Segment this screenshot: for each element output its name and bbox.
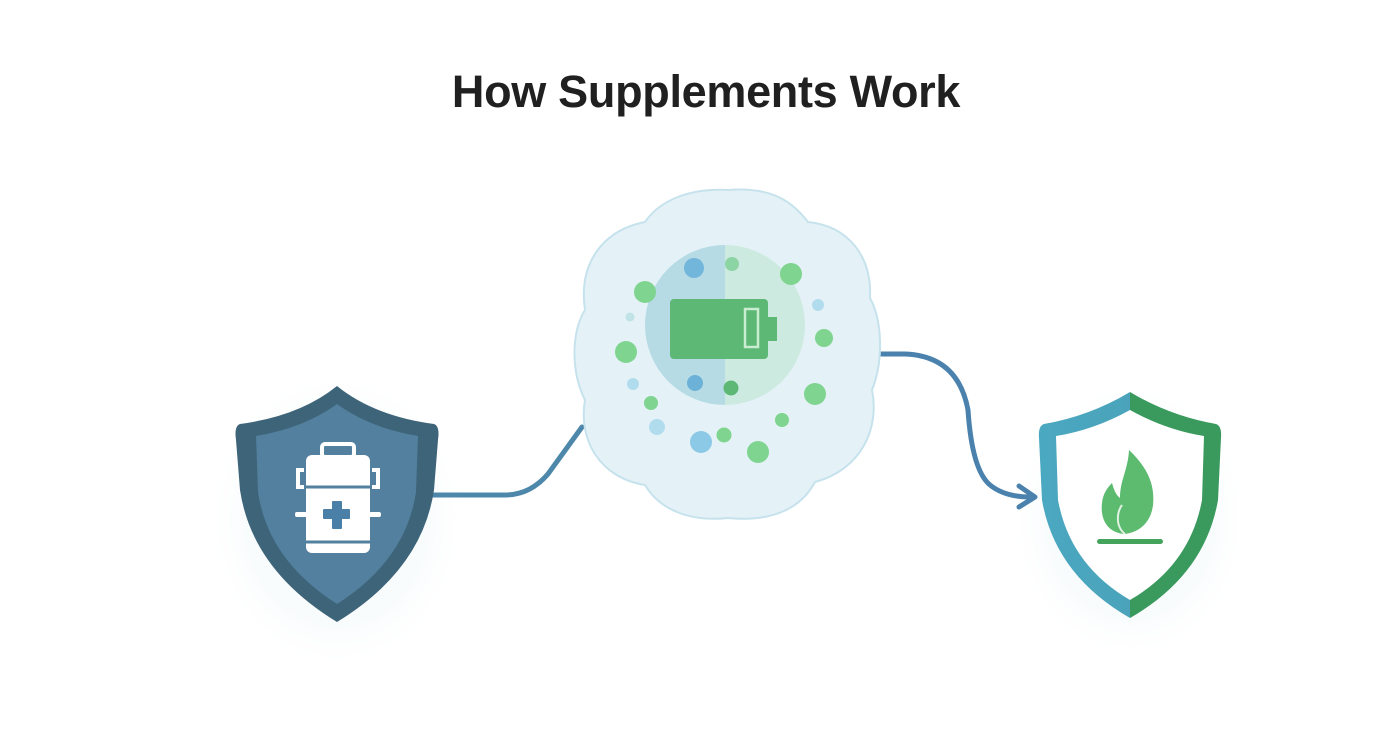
energy-battery-cell-icon [573, 188, 881, 520]
supplement-bottle-shield-icon [235, 386, 439, 622]
arrowhead-icon [1016, 483, 1038, 510]
supplement-bottle-icon [295, 442, 381, 553]
connector-line-supplement-to-cell [429, 424, 585, 498]
flame-shield-icon [1038, 392, 1222, 618]
plus-icon [323, 501, 350, 529]
particles [615, 257, 833, 463]
battery-icon [670, 299, 777, 359]
page-title: How Supplements Work [451, 66, 961, 117]
flame-icon [1097, 450, 1163, 544]
connector-arrow-cell-to-metabolism [871, 351, 1033, 500]
